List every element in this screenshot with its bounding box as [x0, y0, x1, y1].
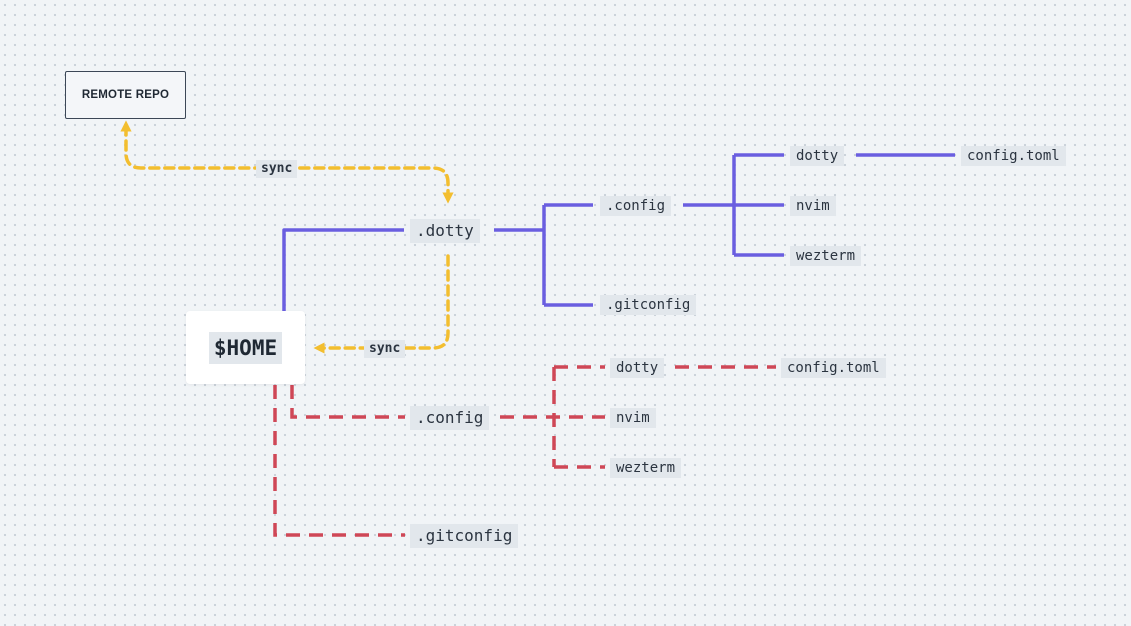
remote-repo-node: REMOTE REPO — [65, 71, 186, 119]
home-config-nvim-node: nvim — [610, 408, 656, 428]
home-gitconfig-node: .gitconfig — [410, 524, 519, 548]
dotty-config-toml-node: config.toml — [961, 146, 1066, 166]
home-config-node: .config — [410, 406, 490, 430]
sync-label-remote: sync — [256, 160, 298, 178]
home-config-toml-node: config.toml — [781, 358, 886, 378]
home-config-wezterm-node: wezterm — [610, 458, 682, 478]
dotty-gitconfig-node: .gitconfig — [600, 295, 697, 315]
home-label: $HOME — [208, 331, 283, 364]
home-to-gitconfig-link — [273, 385, 405, 537]
dotty-config-nvim-node: nvim — [790, 196, 836, 216]
dotty-tree-links — [282, 153, 955, 312]
home-node: $HOME — [186, 311, 305, 384]
sync-home-link — [313, 254, 450, 354]
home-config-dotty-node: dotty — [610, 358, 665, 378]
sync-label-home: sync — [364, 340, 406, 358]
home-to-dotty-link — [282, 228, 404, 312]
dotty-config-wezterm-node: wezterm — [790, 246, 862, 266]
home-tree-links — [273, 365, 776, 537]
dotty-config-node: .config — [600, 196, 672, 216]
home-to-config-link — [290, 385, 405, 419]
dotty-config-dotty-node: dotty — [790, 146, 845, 166]
dotty-repo-node: .dotty — [410, 219, 480, 243]
